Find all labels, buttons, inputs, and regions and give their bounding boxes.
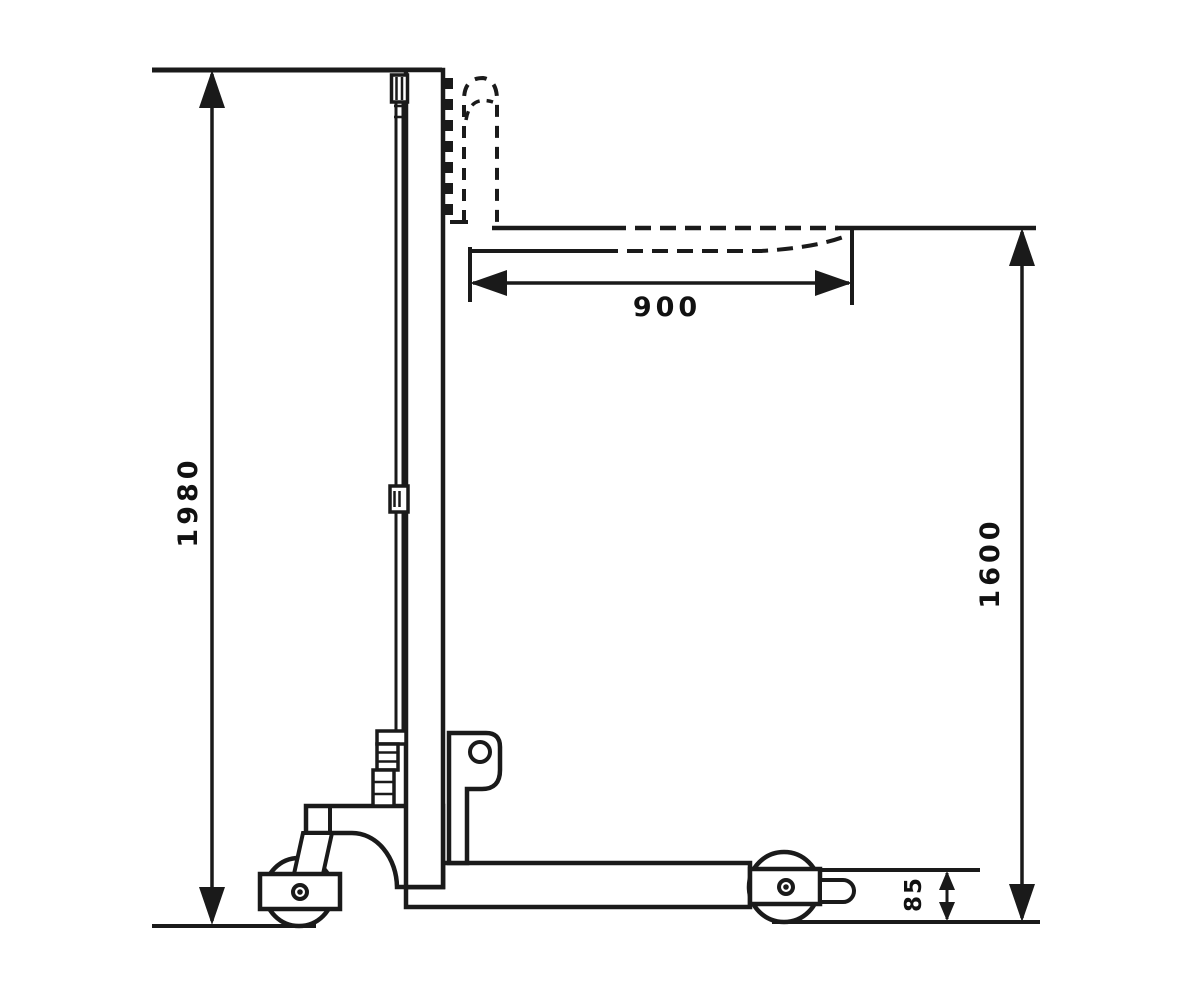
mast <box>403 67 446 890</box>
fork-leg <box>403 860 753 910</box>
arrowhead-down-icon <box>939 902 955 921</box>
dim-overall-height: 1980 <box>152 67 442 928</box>
mast-serration <box>443 78 453 215</box>
steer-wheel-assembly <box>257 831 343 929</box>
wheel-tab <box>818 878 856 904</box>
arrowhead-up-icon <box>1009 228 1035 266</box>
load-wheel-assembly <box>746 849 856 925</box>
raised-fork-outline <box>470 225 847 253</box>
arrowhead-down-icon <box>199 887 225 925</box>
arrowhead-up-icon <box>939 871 955 890</box>
arrowhead-up-icon <box>199 70 225 108</box>
dim-label-fork-length: 900 <box>633 292 701 323</box>
arrowhead-left-icon <box>470 270 507 296</box>
dim-fork-length: 900 <box>468 228 854 323</box>
handle-bracket <box>446 730 503 866</box>
dim-label-lowered-height: 85 <box>901 876 927 912</box>
hydraulic-rod <box>388 73 410 731</box>
dim-label-lift-height: 1600 <box>975 517 1006 608</box>
dim-label-overall-height: 1980 <box>173 456 204 547</box>
pump-lever-socket <box>371 729 408 808</box>
arrowhead-down-icon <box>1009 884 1035 922</box>
bracket-hole <box>468 740 492 764</box>
caster-fork <box>291 831 335 876</box>
raised-carriage-outline <box>450 75 499 224</box>
dim-lift-height: 1600 <box>835 225 1036 922</box>
dim-lowered-height: 85 <box>772 868 1040 924</box>
axle-housing <box>747 866 823 907</box>
rod-cap <box>389 73 410 104</box>
arrowhead-right-icon <box>815 270 852 296</box>
fork-bottom-dashed <box>602 234 847 253</box>
